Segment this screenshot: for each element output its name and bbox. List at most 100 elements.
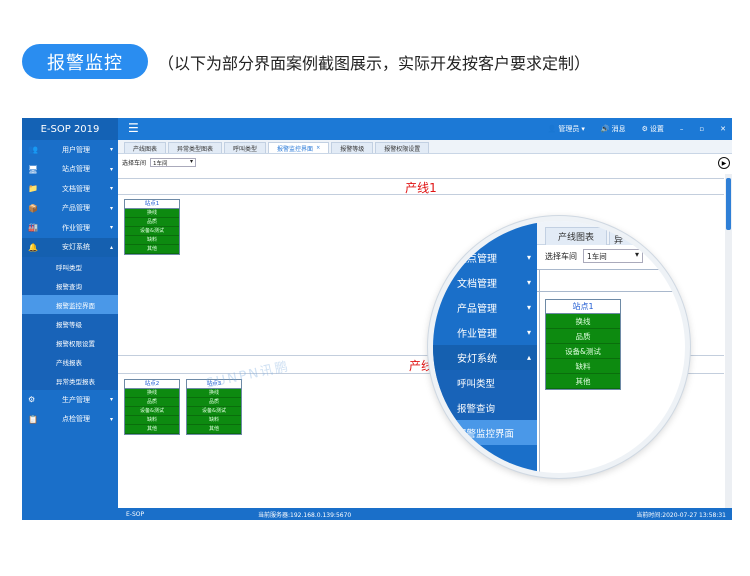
zoom-menu-stations[interactable]: 站点管理▾: [433, 245, 537, 270]
sidebar-item-products[interactable]: 📦 产品管理 ▾: [22, 199, 118, 219]
sidebar-subitem-exception-report[interactable]: 异常类型报表: [22, 371, 118, 390]
zoom-menu-products[interactable]: 产品管理▾: [433, 295, 537, 320]
chevron-down-icon: ▾: [526, 253, 531, 262]
station-status-changeover: 换线: [546, 314, 620, 329]
sidebar-subitem-line-report[interactable]: 产线报表: [22, 352, 118, 371]
sidebar-item-label: 作业管理: [62, 223, 90, 232]
zoom-menu-alarm-query[interactable]: 报警查询: [433, 395, 537, 420]
station-status-changeover: 换线: [187, 389, 241, 398]
user-icon: 👤: [547, 125, 557, 133]
close-icon[interactable]: ×: [316, 145, 321, 151]
sidebar-item-label: 安灯系统: [62, 243, 90, 252]
zoom-tab-strip: 产线图表 异: [537, 221, 685, 246]
zoom-content-border: [539, 269, 685, 473]
sidebar-item-inspection[interactable]: 📋点检管理▾: [22, 410, 118, 430]
tab-alarm-level[interactable]: 报警等级: [331, 142, 374, 153]
station-name: 站点1: [125, 200, 179, 209]
messages-button[interactable]: 🔊消息: [601, 124, 626, 134]
chevron-down-icon: ▾: [526, 328, 531, 337]
status-bar: E-SOP 当前服务器:192.168.0.139:5670 当前时间:2020…: [118, 508, 732, 520]
tab-alarm-monitor[interactable]: 报警监控界面×: [268, 142, 330, 153]
station-status-equipment: 设备&测试: [187, 407, 241, 416]
station-card[interactable]: 站点1 换线 品质 设备&测试 缺料 其他: [124, 199, 180, 255]
checklist-icon: 📋: [28, 414, 38, 424]
zoom-tab-partial-label: 异: [614, 236, 624, 246]
zoom-tab-line-chart[interactable]: 产线图表: [545, 227, 607, 245]
sidebar-item-jobs[interactable]: 🏭作业管理▾: [22, 218, 118, 238]
sidebar-item-andon[interactable]: 🔔安灯系统▴: [22, 237, 118, 257]
folder-icon: 📁: [28, 184, 38, 194]
sidebar-item-label: 用户管理: [62, 145, 90, 154]
restore-icon[interactable]: ▫: [699, 125, 705, 133]
station-status-other: 其他: [546, 374, 620, 389]
sidebar-item-stations[interactable]: 🖥站点管理▾: [22, 160, 118, 180]
station-status-equipment: 设备&测试: [125, 227, 179, 236]
line-title: 产线: [408, 359, 433, 373]
zoom-menu-call-type[interactable]: 呼叫类型: [433, 370, 537, 395]
scrollbar-thumb[interactable]: [726, 178, 731, 230]
zoom-workshop-select[interactable]: 1车间: [583, 249, 643, 263]
app-brand: E-SOP 2019: [22, 118, 118, 140]
top-right-tools: 👤管理员▾ 🔊消息 ⚙设置 – ▫ ✕: [548, 118, 726, 140]
sidebar-item-production[interactable]: ⚙生产管理▾: [22, 390, 118, 410]
minimize-icon[interactable]: –: [679, 125, 684, 133]
settings-button[interactable]: ⚙设置: [642, 124, 664, 134]
chevron-down-icon: ▾: [109, 204, 113, 212]
sidebar-subitem-call-type[interactable]: 呼叫类型: [22, 257, 118, 276]
sidebar-item-label: 点检管理: [62, 415, 90, 424]
station-card[interactable]: 站点3 换线 品质 设备&测试 缺料 其他: [186, 379, 242, 435]
station-status-changeover: 换线: [125, 209, 179, 218]
line-title: 产线1: [405, 181, 437, 195]
page-badge: 报警监控: [22, 44, 148, 79]
zoom-tab-partial[interactable]: 异: [609, 227, 649, 246]
gear-icon: ⚙: [641, 125, 648, 133]
sidebar-item-users[interactable]: 👥用户管理▾: [22, 140, 118, 160]
sidebar-item-documents[interactable]: 📁文档管理▾: [22, 179, 118, 199]
workshop-select[interactable]: 1车间: [150, 158, 197, 167]
play-icon[interactable]: ▶: [718, 157, 730, 169]
admin-label: 管理员: [558, 125, 580, 133]
line-divider: [118, 178, 724, 179]
workshop-filter-label: 选择车间: [122, 160, 147, 167]
zoom-menu-jobs[interactable]: 作业管理▾: [433, 320, 537, 345]
zoom-menu-documents[interactable]: 文档管理 ▾: [433, 270, 537, 295]
gear-icon: ⚙: [28, 395, 36, 405]
zoom-menu-alarm-monitor[interactable]: 报警监控界面: [433, 420, 537, 445]
sidebar-subitem-alarm-monitor[interactable]: 报警监控界面: [22, 295, 118, 314]
station-status-other: 其他: [125, 245, 179, 254]
sidebar-subitem-alarm-level[interactable]: 报警等级: [22, 314, 118, 333]
tab-label: 报警监控界面: [277, 145, 314, 153]
line-divider: [118, 194, 724, 195]
sidebar-item-label: 产品管理: [62, 204, 90, 213]
monitor-icon: 🖥: [28, 164, 39, 174]
tab-call-type[interactable]: 呼叫类型: [224, 142, 267, 153]
station-status-equipment: 设备&测试: [546, 344, 620, 359]
menu-toggle-icon[interactable]: ☰: [128, 121, 139, 135]
tab-alarm-permission[interactable]: 报警权限设置: [375, 142, 430, 153]
zoom-menu-andon[interactable]: 安灯系统▴: [433, 345, 537, 370]
station-name: 站点1: [546, 300, 620, 314]
bell-icon: 🔔: [28, 242, 38, 252]
vertical-scrollbar[interactable]: [725, 174, 732, 508]
line-divider: [118, 355, 724, 356]
top-bar: E-SOP 2019 ☰ 👤管理员▾ 🔊消息 ⚙设置 – ▫ ✕: [22, 118, 732, 140]
chevron-up-icon: ▴: [526, 353, 531, 362]
sidebar-item-label: 站点管理: [62, 165, 90, 174]
chevron-down-icon: ▾: [526, 278, 531, 287]
station-status-equipment: 设备&测试: [125, 407, 179, 416]
status-time: 当前时间:2020-07-27 13:58:31: [636, 511, 726, 519]
close-icon[interactable]: ✕: [720, 125, 726, 133]
factory-icon: 🏭: [28, 223, 38, 233]
status-app-name: E-SOP: [126, 510, 145, 518]
chevron-down-icon: ▾: [581, 125, 585, 133]
menu-label: 文档管理: [457, 279, 497, 290]
sidebar-subitem-alarm-query[interactable]: 报警查询: [22, 276, 118, 295]
tab-exception-chart[interactable]: 异常类型图表: [168, 142, 223, 153]
zoom-station-card[interactable]: 站点1 换线 品质 设备&测试 缺料 其他: [545, 299, 621, 390]
station-status-material: 缺料: [546, 359, 620, 374]
tab-line-chart[interactable]: 产线图表: [124, 142, 167, 153]
admin-menu[interactable]: 👤管理员▾: [548, 124, 585, 134]
station-card[interactable]: 站点2 换线 品质 设备&测试 缺料 其他: [124, 379, 180, 435]
box-icon: 📦: [28, 203, 38, 213]
sidebar-subitem-alarm-permission[interactable]: 报警权限设置: [22, 333, 118, 352]
